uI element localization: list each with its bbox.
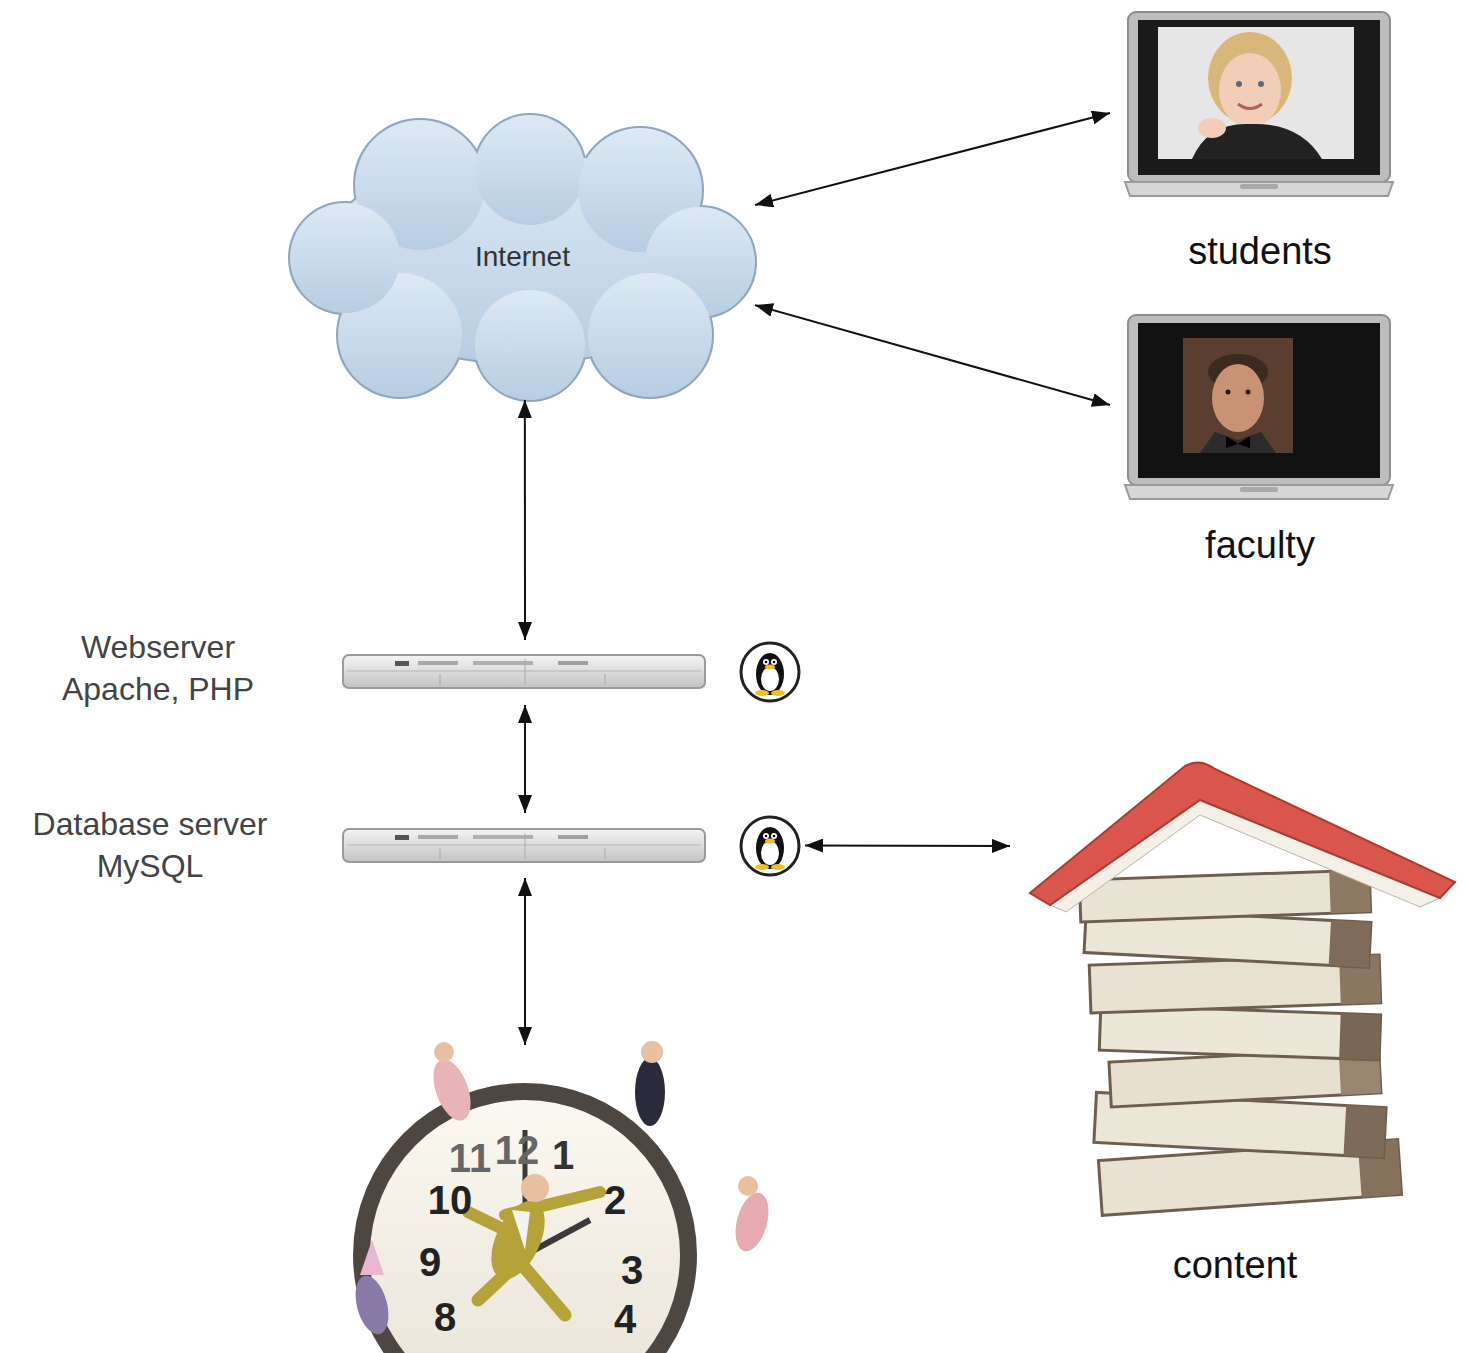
- linux-penguin: [741, 643, 799, 701]
- connector-arrow: [755, 113, 1110, 205]
- cloud-shape: [290, 115, 755, 400]
- clock-numeral: 4: [614, 1299, 636, 1339]
- label-holder: Database server MySQL: [20, 804, 280, 887]
- node-label: Webserver Apache, PHP: [53, 627, 263, 710]
- clock-numeral: 10: [428, 1180, 473, 1220]
- content-books: content: [1010, 755, 1460, 1290]
- clock-numeral-holder: 9: [419, 1242, 441, 1282]
- connector-arrow: [524, 878, 526, 1045]
- clock-numeral-holder: 2: [604, 1180, 626, 1220]
- web-server: Webserver Apache, PHP: [343, 640, 805, 705]
- node-label: students: [1188, 227, 1332, 276]
- internet-cloud: Internet: [290, 115, 755, 400]
- clock-numeral: 12: [495, 1130, 540, 1170]
- clock-numeral-holder: 10: [428, 1180, 473, 1220]
- clock-numeral: 11: [449, 1138, 491, 1178]
- linux-penguin: [741, 817, 799, 875]
- clock-numeral-holder: 4: [614, 1299, 636, 1339]
- database-server: Database server MySQL: [343, 813, 805, 878]
- faculty-laptop: faculty: [1110, 312, 1410, 574]
- faculty-laptop-icon: [1125, 315, 1393, 499]
- database-server-rack: [343, 829, 705, 862]
- node-label: faculty: [1205, 521, 1315, 570]
- book-stack: [1030, 763, 1455, 1216]
- web-server-rack: [343, 655, 705, 688]
- clock-numeral-holder: 8: [434, 1297, 456, 1337]
- node-label: Internet: [475, 239, 570, 275]
- clock-numeral-holder: 1: [552, 1135, 574, 1175]
- clock-numeral-holder: 12: [495, 1130, 540, 1170]
- student-laptop: students: [1110, 8, 1410, 280]
- clock: 1112 1 10 2 9 3 8 4: [345, 1045, 705, 1353]
- node-label: Database server MySQL: [20, 804, 280, 887]
- clock-numeral-holder: 3: [621, 1250, 643, 1290]
- clock-numeral: 8: [434, 1297, 456, 1337]
- clock-numeral: 2: [604, 1180, 626, 1220]
- connector-arrow: [524, 705, 526, 813]
- clock-numeral: 3: [621, 1250, 643, 1290]
- clock-illustration: [350, 1041, 775, 1353]
- connector-arrow: [524, 400, 526, 640]
- label-holder: Webserver Apache, PHP: [53, 627, 263, 710]
- clock-numeral-holder: 11: [449, 1138, 491, 1178]
- clock-numeral: 9: [419, 1242, 441, 1282]
- student-laptop-icon: [1125, 12, 1393, 196]
- connector-arrow: [755, 305, 1110, 405]
- clock-numeral: 1: [552, 1135, 574, 1175]
- connector-arrow: [805, 845, 1010, 847]
- node-label: content: [1173, 1241, 1298, 1290]
